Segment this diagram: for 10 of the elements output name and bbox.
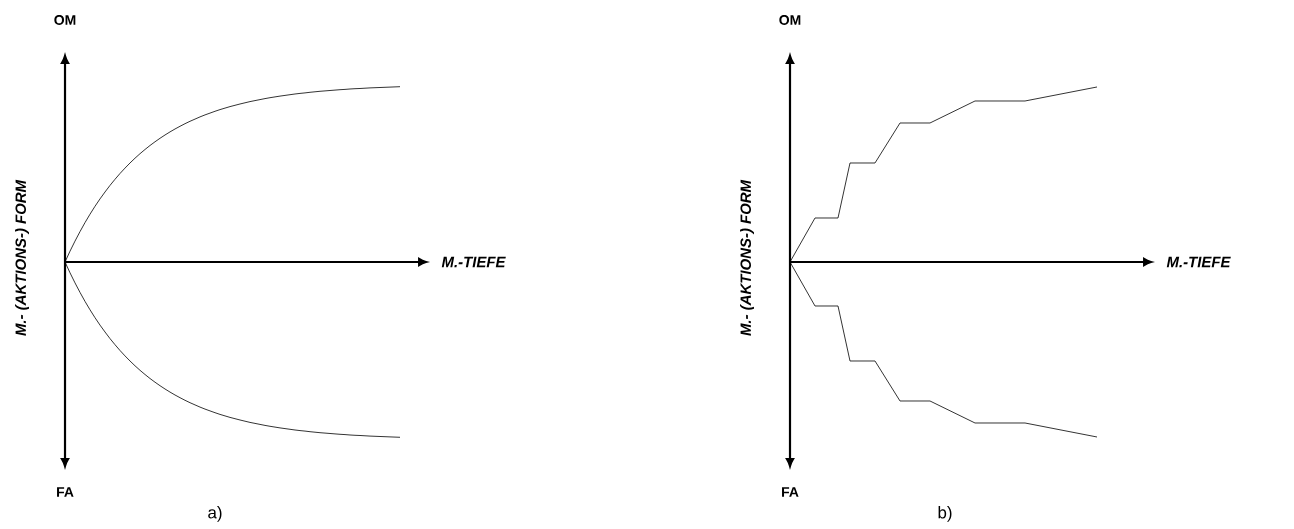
axis-label: M.-TIEFE: [441, 256, 506, 268]
panel-caption: b): [938, 506, 952, 522]
axis-label: FA: [57, 487, 74, 497]
axis-label: M.- (AKTIONS-) FORM: [15, 179, 29, 336]
axis-label: M.-TIEFE: [1166, 256, 1231, 268]
axis-label: OM: [54, 15, 76, 25]
axis-label: FA: [782, 487, 799, 497]
panel-caption: a): [208, 506, 222, 522]
axis-label: M.- (AKTIONS-) FORM: [740, 179, 754, 336]
axis-label: OM: [779, 15, 801, 25]
